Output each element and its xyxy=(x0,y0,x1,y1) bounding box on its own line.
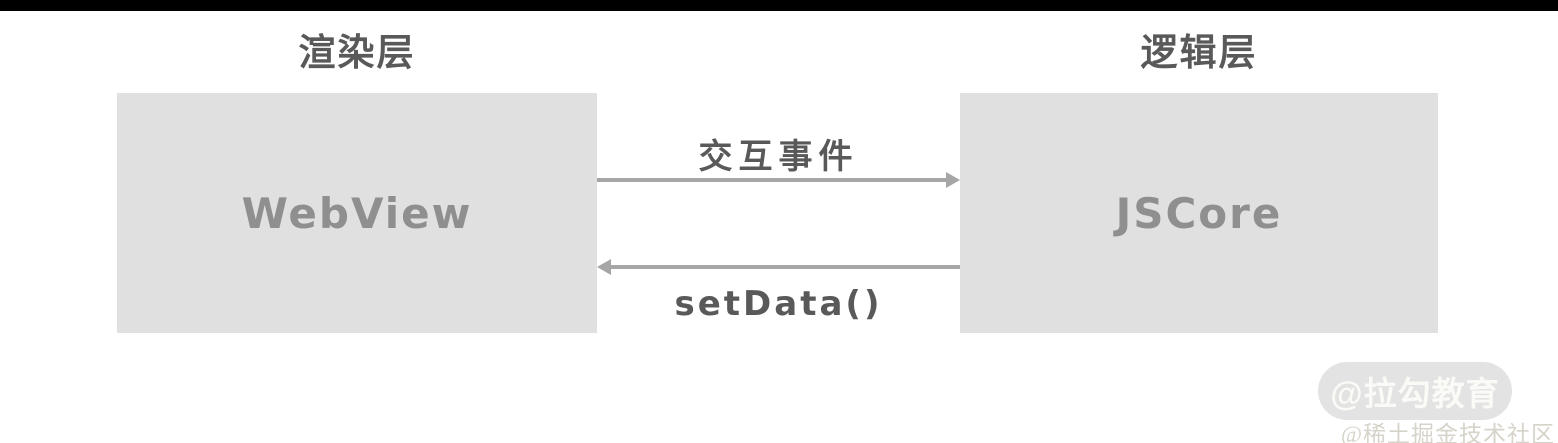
interaction-event-label: 交互事件 xyxy=(698,138,859,176)
juejin-watermark: @稀土掘金技术社区 xyxy=(1340,422,1555,443)
lagou-watermark: @拉勾教育 xyxy=(1318,362,1512,420)
top-black-bar xyxy=(0,0,1558,11)
setdata-label: setData() xyxy=(674,284,883,324)
jscore-box: JSCore xyxy=(960,93,1438,333)
arrow-left-icon xyxy=(597,259,611,275)
logic-layer-title: 逻辑层 xyxy=(1140,32,1258,73)
webview-box: WebView xyxy=(117,93,597,333)
arrow-left-line xyxy=(608,265,960,269)
arrow-right-line xyxy=(597,178,949,182)
arrow-right-icon xyxy=(946,172,960,188)
render-layer-title: 渲染层 xyxy=(298,32,416,73)
